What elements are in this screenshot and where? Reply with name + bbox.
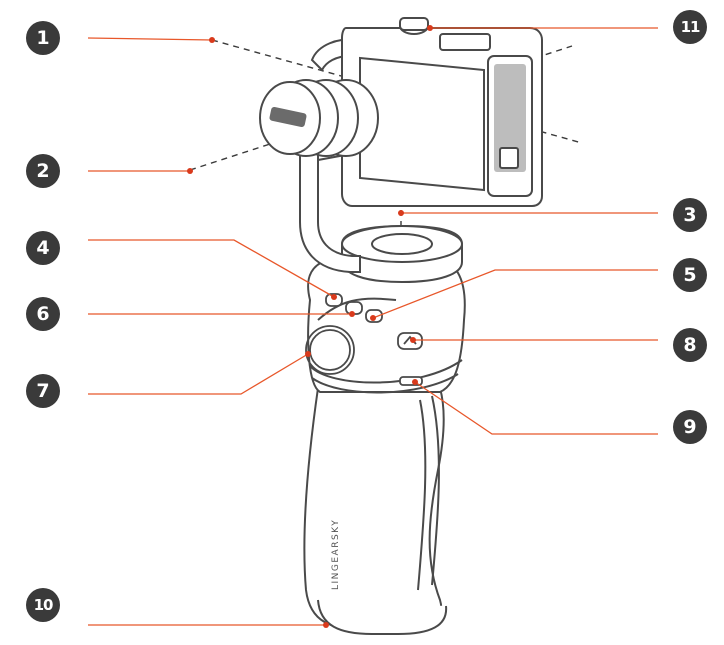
- leader-dot-8: [410, 337, 416, 343]
- callout-badge-5: 5: [673, 258, 707, 292]
- callout-badge-1: 1: [26, 21, 60, 55]
- side-trigger-button[interactable]: [398, 333, 422, 349]
- callout-badge-8: 8: [673, 328, 707, 362]
- leader-line-9: [415, 382, 658, 434]
- leader-line-4: [88, 240, 334, 297]
- callout-badge-10: 10: [26, 588, 60, 622]
- leader-dot-3: [398, 210, 404, 216]
- leader-dot-11: [427, 25, 433, 31]
- callout-badge-6: 6: [26, 297, 60, 331]
- phone-clamp-icon: [500, 148, 518, 168]
- leader-dot-1: [209, 37, 215, 43]
- pan-motor: [342, 226, 462, 282]
- leader-dot-9: [412, 379, 418, 385]
- leader-dot-10: [323, 622, 329, 628]
- leader-dot-5: [370, 315, 376, 321]
- callout-badge-3: 3: [673, 198, 707, 232]
- leader-line-7: [88, 354, 308, 394]
- callout-badge-4: 4: [26, 231, 60, 265]
- joystick-button[interactable]: [310, 330, 350, 370]
- handle: [304, 255, 464, 634]
- leader-dot-7: [305, 351, 311, 357]
- callout-badge-11: 11: [673, 10, 707, 44]
- clamp-top-tab: [440, 34, 490, 50]
- leader-dot-2: [187, 168, 193, 174]
- handle-brand-text: LINGEARSKY: [331, 519, 341, 590]
- tilt-motor: [260, 80, 378, 156]
- leader-line-1: [88, 38, 212, 40]
- callout-badge-2: 2: [26, 154, 60, 188]
- callout-badge-7: 7: [26, 374, 60, 408]
- leader-dot-4: [331, 294, 337, 300]
- leader-dot-6: [349, 311, 355, 317]
- pan-motor-cap: [372, 234, 432, 254]
- clamp-knob-body: [400, 18, 428, 30]
- callout-badge-9: 9: [673, 410, 707, 444]
